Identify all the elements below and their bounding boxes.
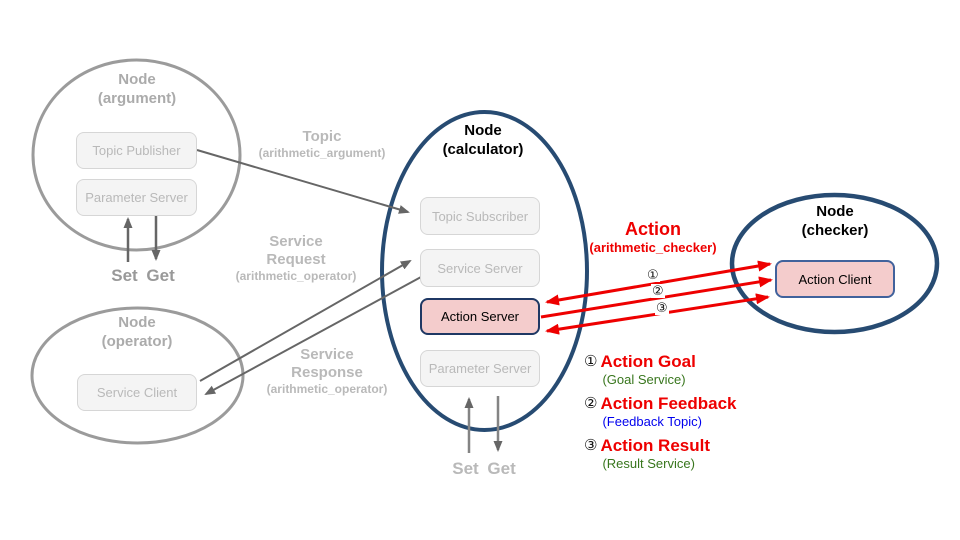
legend-item-2-text: Action Feedback (Feedback Topic)	[600, 394, 736, 430]
legend-num-1: ①	[584, 353, 598, 370]
legend-title-action-goal: Action Goal	[600, 352, 696, 371]
legend-sub-result-service: (Result Service)	[602, 456, 695, 471]
node-operator-ellipse	[30, 306, 245, 445]
service-server-box: Service Server	[420, 249, 540, 287]
service-request-label-name: (arithmetic_operator)	[235, 269, 357, 283]
service-response-label-title: Service Response	[291, 346, 363, 381]
action-label-name: (arithmetic_checker)	[589, 240, 717, 255]
argument-set-get-label: Set Get	[111, 266, 175, 285]
service-client-box: Service Client	[77, 374, 197, 411]
topic-subscriber-box: Topic Subscriber	[420, 197, 540, 235]
node-calculator-title-line2: (calculator)	[442, 141, 524, 158]
node-operator-title-line1: Node	[118, 314, 156, 331]
legend-num-3: ③	[584, 437, 598, 454]
service-response-arrow	[204, 276, 422, 395]
action-arrow-number-1: ①	[646, 267, 660, 282]
node-checker-title-line2: (checker)	[801, 222, 869, 239]
service-response-label: Service Response (arithmetic_operator)	[252, 346, 402, 397]
node-argument-title-line2: (argument)	[97, 90, 177, 107]
node-checker-title-line1: Node	[816, 203, 854, 220]
legend-item-3-text: Action Result (Result Service)	[600, 436, 710, 472]
parameter-server-calculator-box: Parameter Server	[420, 350, 540, 387]
legend-num-2: ②	[584, 395, 598, 412]
topic-label-title: Topic	[302, 128, 342, 145]
legend-item-1-text: Action Goal (Goal Service)	[600, 352, 695, 388]
legend-sub-goal-service: (Goal Service)	[602, 372, 686, 387]
action-arrow-number-2: ②	[651, 283, 665, 298]
action-arrow-number-3: ③	[655, 300, 669, 315]
legend-item-action-goal: ① Action Goal (Goal Service)	[584, 352, 737, 388]
legend-title-action-feedback: Action Feedback	[600, 394, 737, 413]
action-label-title: Action	[625, 219, 681, 239]
topic-arrow	[196, 149, 410, 214]
action-legend: ① Action Goal (Goal Service) ② Action Fe…	[584, 352, 737, 478]
node-calculator-title-line1: Node	[464, 122, 502, 139]
service-response-label-name: (arithmetic_operator)	[266, 382, 388, 396]
action-label: Action (arithmetic_checker)	[575, 219, 731, 256]
legend-item-action-feedback: ② Action Feedback (Feedback Topic)	[584, 394, 737, 430]
legend-title-action-result: Action Result	[600, 436, 711, 455]
topic-publisher-box: Topic Publisher	[76, 132, 197, 169]
calculator-set-get-label: Set Get	[452, 459, 516, 478]
service-request-label-title: Service Request	[266, 233, 326, 268]
node-checker-title: Node (checker)	[775, 202, 895, 240]
service-request-label: Service Request (arithmetic_operator)	[221, 233, 371, 284]
legend-sub-feedback-topic: (Feedback Topic)	[602, 414, 702, 429]
node-calculator-title: Node (calculator)	[413, 121, 553, 159]
node-argument-title-line1: Node	[118, 71, 156, 88]
node-operator-title: Node (operator)	[77, 313, 197, 351]
legend-item-action-result: ③ Action Result (Result Service)	[584, 436, 737, 472]
service-request-arrow	[199, 260, 412, 382]
action-server-box: Action Server	[420, 298, 540, 335]
topic-label: Topic (arithmetic_argument)	[247, 128, 397, 161]
node-argument-title: Node (argument)	[77, 70, 197, 108]
node-argument-ellipse	[31, 58, 242, 252]
action-client-box: Action Client	[775, 260, 895, 298]
parameter-server-argument-box: Parameter Server	[76, 179, 197, 216]
node-operator-title-line2: (operator)	[101, 333, 173, 350]
topic-label-name: (arithmetic_argument)	[258, 146, 386, 160]
